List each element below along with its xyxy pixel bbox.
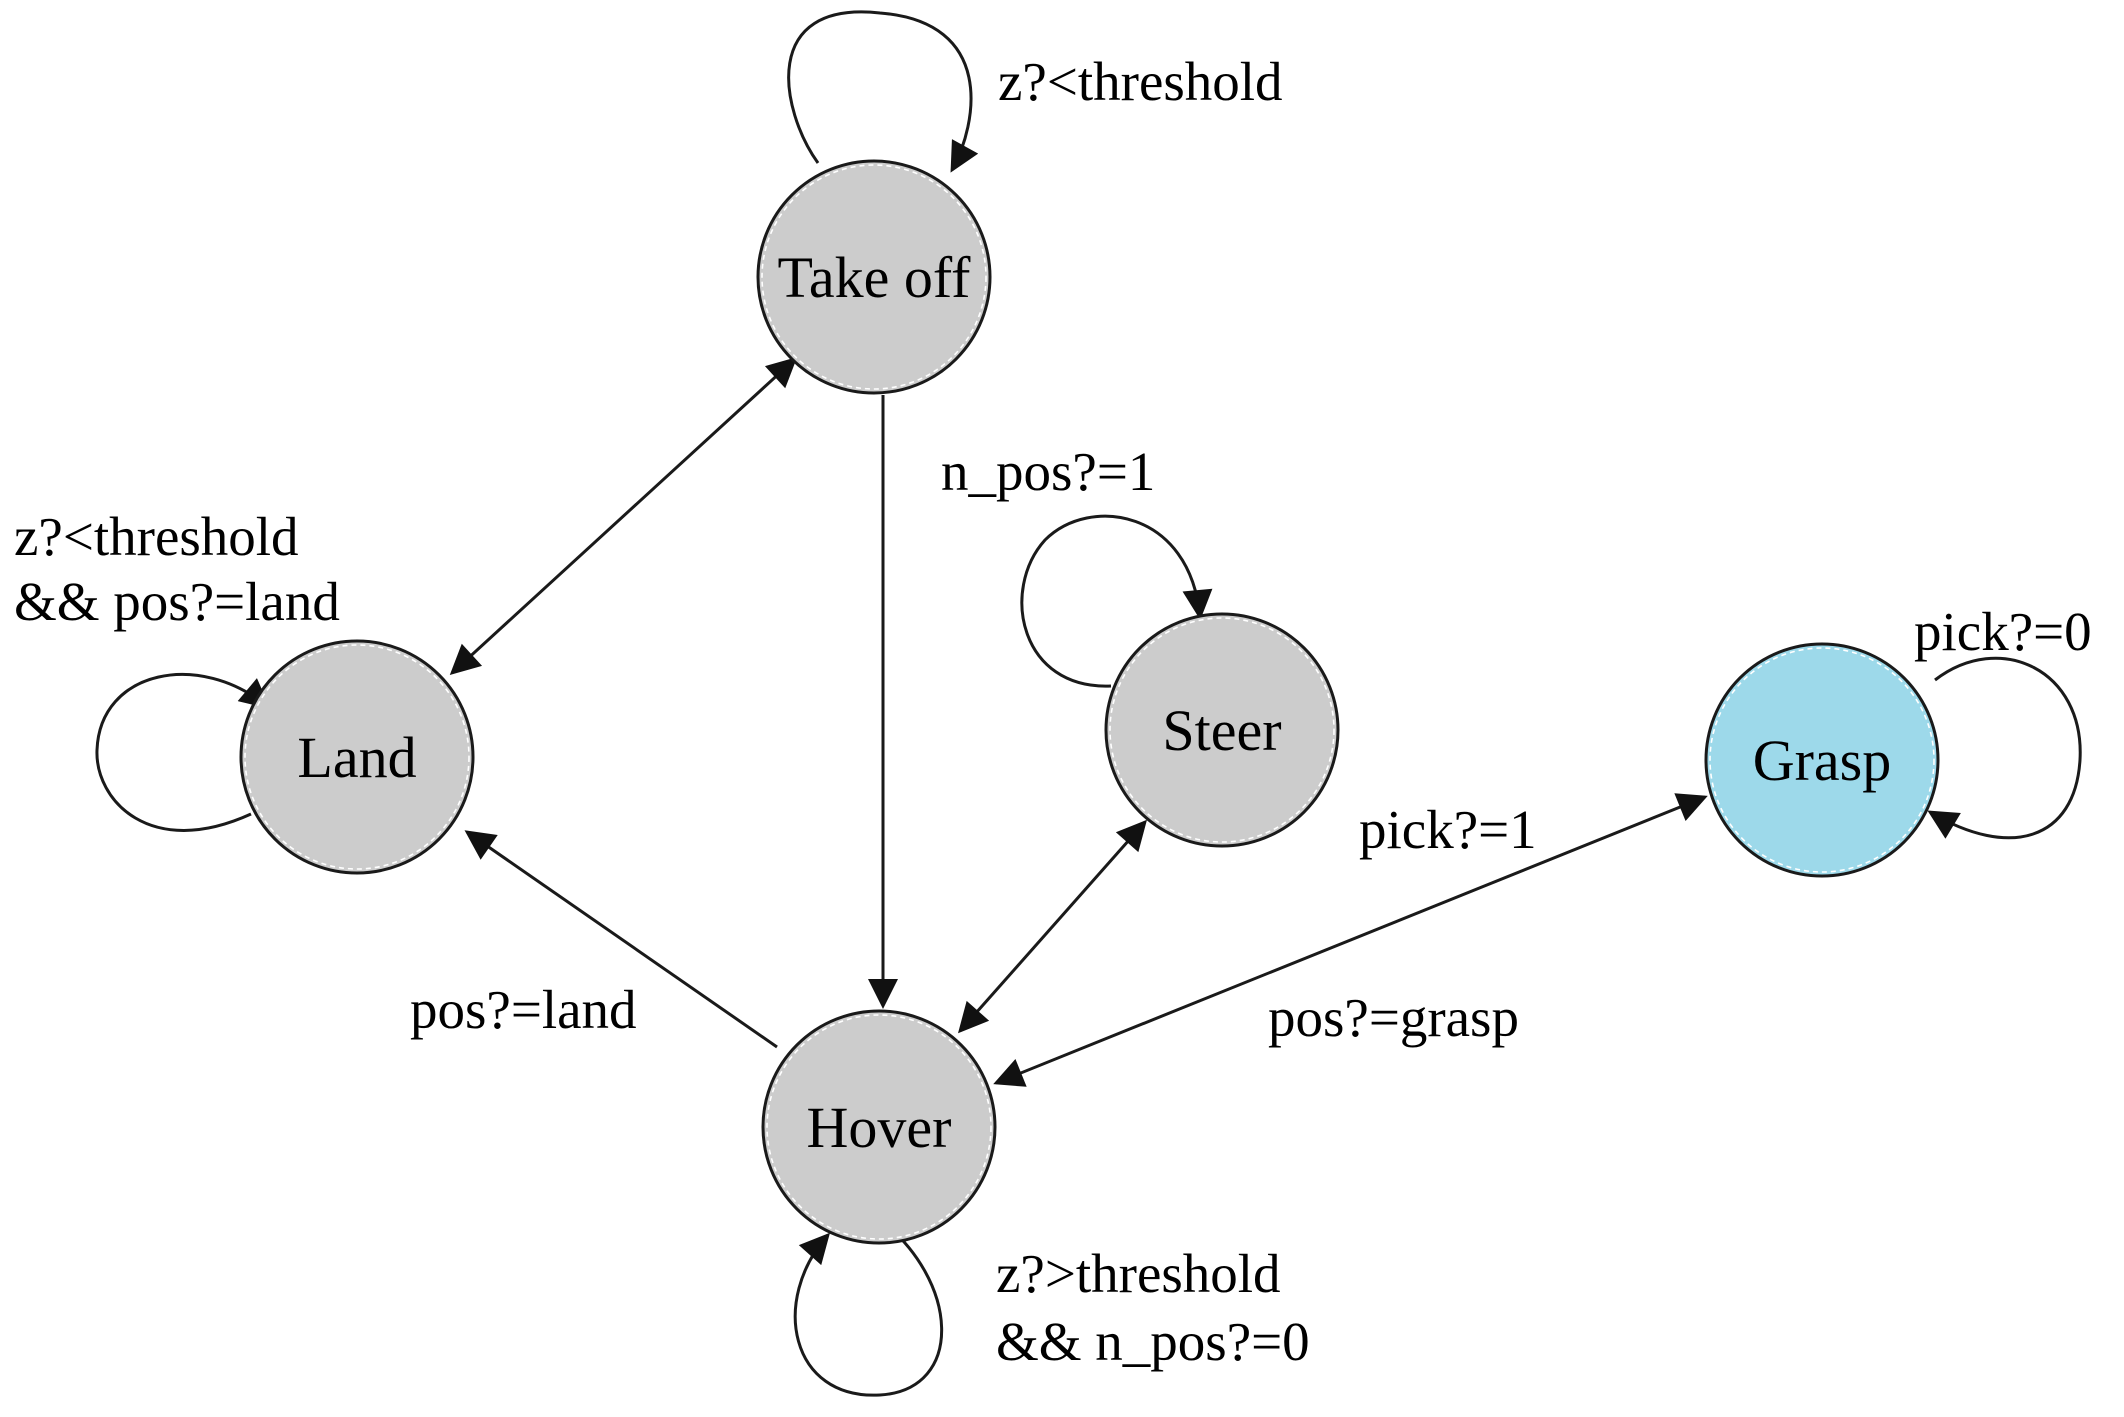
node-land: Land bbox=[239, 639, 475, 875]
edge-hover-grasp bbox=[993, 793, 1708, 1087]
node-grasp-circle bbox=[1704, 642, 1940, 878]
node-steer: Steer bbox=[1104, 612, 1340, 848]
label-steer-loop: n_pos?=1 bbox=[941, 441, 1155, 502]
label-grasp-loop: pick?=0 bbox=[1914, 601, 2092, 662]
node-land-ring bbox=[244, 644, 470, 870]
node-grasp: Grasp bbox=[1704, 642, 1940, 878]
label-land-loop-line2: && pos?=land bbox=[14, 571, 340, 632]
edge-labels: z?<threshold z?<threshold && pos?=land n… bbox=[14, 51, 2092, 1372]
label-hover-to-land: pos?=land bbox=[410, 979, 637, 1040]
label-takeoff-loop: z?<threshold bbox=[998, 51, 1283, 112]
loop-grasp bbox=[1927, 656, 2082, 840]
node-grasp-ring bbox=[1709, 647, 1935, 873]
edge-takeoff-land bbox=[449, 356, 798, 676]
label-hover-grasp-pick: pick?=1 bbox=[1359, 799, 1537, 860]
node-takeoff: Take off bbox=[756, 159, 992, 395]
node-steer-ring bbox=[1109, 617, 1335, 843]
node-hover: Hover bbox=[761, 1009, 997, 1245]
label-hover-grasp-pos: pos?=grasp bbox=[1268, 987, 1519, 1048]
node-steer-label: Steer bbox=[1162, 698, 1281, 763]
edge-hover-land bbox=[464, 830, 778, 1049]
label-hover-loop-line1: z?>threshold bbox=[996, 1243, 1281, 1304]
node-hover-circle bbox=[761, 1009, 997, 1245]
edges bbox=[95, 10, 2082, 1397]
loop-land bbox=[95, 673, 271, 832]
node-takeoff-ring bbox=[761, 164, 987, 390]
node-land-label: Land bbox=[297, 725, 416, 790]
node-takeoff-circle bbox=[756, 159, 992, 395]
label-land-loop-line1: z?<threshold bbox=[14, 506, 299, 567]
label-hover-loop-line2: && n_pos?=0 bbox=[996, 1311, 1310, 1372]
loop-takeoff bbox=[787, 10, 979, 173]
node-hover-ring bbox=[766, 1014, 992, 1240]
loop-steer bbox=[1020, 514, 1213, 688]
node-land-circle bbox=[239, 639, 475, 875]
node-takeoff-label: Take off bbox=[778, 245, 972, 310]
node-hover-label: Hover bbox=[807, 1095, 952, 1160]
node-steer-circle bbox=[1104, 612, 1340, 848]
edge-hover-steer bbox=[958, 819, 1147, 1034]
node-grasp-label: Grasp bbox=[1753, 728, 1892, 793]
loop-hover bbox=[793, 1216, 944, 1397]
